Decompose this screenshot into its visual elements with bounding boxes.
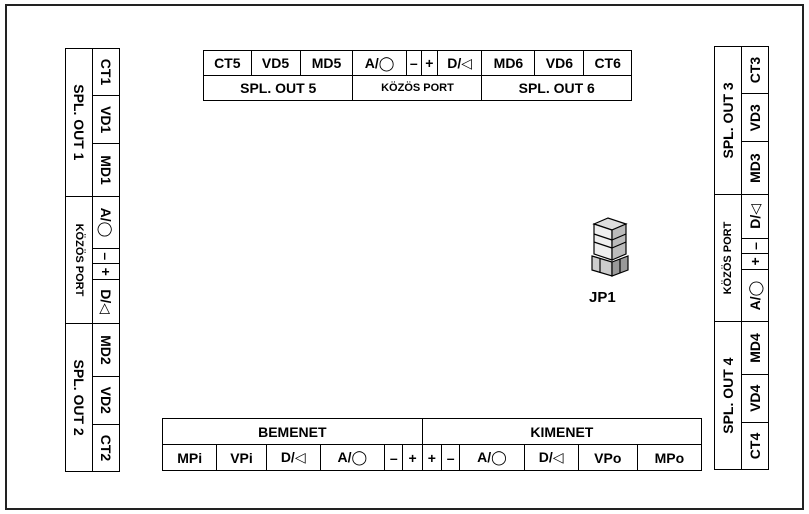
terminal-md1: MD1 [92,143,120,197]
terminal-d: D/◁ [741,194,769,239]
terminal-vpo: VPo [577,444,638,471]
terminal-minus: – [741,238,769,254]
group-label-spl-out-5: SPL. OUT 5 [202,75,354,101]
terminal-a: A/◯ [352,50,407,76]
terminal-ct5: CT5 [203,50,252,76]
terminal-vd5: VD5 [250,50,301,76]
diagram-frame [5,4,804,510]
terminal-minus-out: – [440,444,461,471]
terminal-md2: MD2 [92,323,120,377]
group-label-spl-out-6: SPL. OUT 6 [481,75,632,101]
terminal-vd4: VD4 [741,374,769,423]
left-terminal-block: CT1 VD1 MD1 A/◯ – + D/◁ MD2 VD2 CT2 SPL.… [64,48,120,472]
terminal-ct1: CT1 [92,48,120,96]
bottom-terminal-block: BEMENET KIMENET MPi VPi D/◁ A/◯ – + + – … [161,418,703,471]
terminal-ct4: CT4 [741,422,769,470]
terminal-vd6: VD6 [534,50,585,76]
group-label-spl-out-3: SPL. OUT 3 [714,46,742,195]
terminal-md6: MD6 [481,50,536,76]
terminal-a-out: A/◯ [459,444,525,471]
group-label-kozos-port: KÖZÖS PORT [352,75,483,101]
group-label-spl-out-2: SPL. OUT 2 [65,323,93,472]
terminal-d-out: D/◁ [523,444,579,471]
terminal-a: A/◯ [92,196,120,249]
terminal-ct2: CT2 [92,424,120,472]
group-label-bemenet: BEMENET [162,418,423,445]
terminal-minus: – [92,248,120,264]
terminal-d-in: D/◁ [265,444,321,471]
terminal-mpo: MPo [636,444,703,471]
terminal-vpi: VPi [216,444,267,471]
group-label-kimenet: KIMENET [421,418,703,445]
terminal-md4: MD4 [741,321,769,375]
terminal-plus-in: + [402,444,423,471]
right-terminal-block: SPL. OUT 4 KÖZÖS PORT SPL. OUT 3 CT4 VD4… [714,46,770,470]
terminal-ct3: CT3 [741,46,769,94]
jumper-icon [591,217,629,277]
terminal-md3: MD3 [741,141,769,195]
terminal-a-in: A/◯ [319,444,386,471]
terminal-ct6: CT6 [583,50,632,76]
terminal-d: D/◁ [92,279,120,324]
terminal-mpi: MPi [161,444,218,471]
group-label-spl-out-4: SPL. OUT 4 [714,321,742,470]
terminal-minus-in: – [383,444,404,471]
terminal-a: A/◯ [741,269,769,322]
top-terminal-block: CT5 VD5 MD5 A/◯ – + D/◁ MD6 VD6 CT6 SPL.… [202,50,632,101]
group-label-kozos-port: KÖZÖS PORT [65,196,93,324]
terminal-vd2: VD2 [92,376,120,425]
terminal-plus: + [420,50,438,76]
group-label-kozos-port: KÖZÖS PORT [714,194,742,322]
terminal-plus: + [92,263,120,280]
terminal-vd3: VD3 [741,93,769,142]
group-label-spl-out-1: SPL. OUT 1 [65,48,93,197]
terminal-vd1: VD1 [92,95,120,144]
terminal-md5: MD5 [299,50,354,76]
terminal-plus: + [741,253,769,270]
terminal-plus-out: + [421,444,442,471]
terminal-d: D/◁ [436,50,483,76]
jumper-label: JP1 [589,289,616,306]
terminal-minus: – [405,50,422,76]
